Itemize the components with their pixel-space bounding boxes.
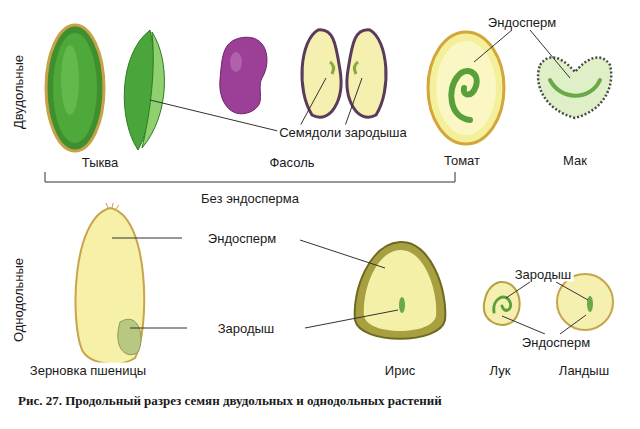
part-label: Эндосперм	[486, 15, 558, 30]
iris-seed	[355, 242, 446, 339]
part-label: Зародыш	[216, 321, 277, 336]
species-name: Зерновка пшеницы	[28, 363, 148, 378]
bean-cotyledons	[302, 30, 386, 117]
species-name: Ирис	[383, 363, 417, 378]
leader-lines	[112, 30, 588, 334]
species-name: Лук	[488, 363, 513, 378]
group-label: Однодольные	[11, 256, 26, 344]
bean-seed	[220, 37, 267, 114]
species-name: Томат	[442, 153, 482, 168]
part-label: Эндосперм	[206, 231, 278, 246]
part-label: Семядоли зародыша	[277, 125, 409, 140]
bracket	[45, 172, 455, 182]
poppy-seed	[538, 57, 611, 118]
species-name: Фасоль	[267, 155, 316, 170]
part-label: Эндосперм	[520, 335, 592, 350]
wheat-grain	[75, 203, 144, 364]
species-name: Мак	[561, 153, 589, 168]
onion-seed	[484, 282, 520, 325]
group-label: Двудольные	[11, 53, 26, 131]
pumpkin-seed	[46, 25, 104, 151]
part-label: Зародыш	[513, 267, 574, 282]
lily-seed	[557, 274, 613, 330]
figure-caption: Рис. 27. Продольный разрез семян двудоль…	[18, 393, 442, 409]
group-label: Без эндосперма	[199, 191, 301, 206]
species-name: Ландыш	[557, 363, 611, 378]
tomato-seed	[428, 32, 504, 144]
pumpkin-cotyledons	[124, 30, 164, 150]
species-name: Тыква	[80, 155, 120, 170]
